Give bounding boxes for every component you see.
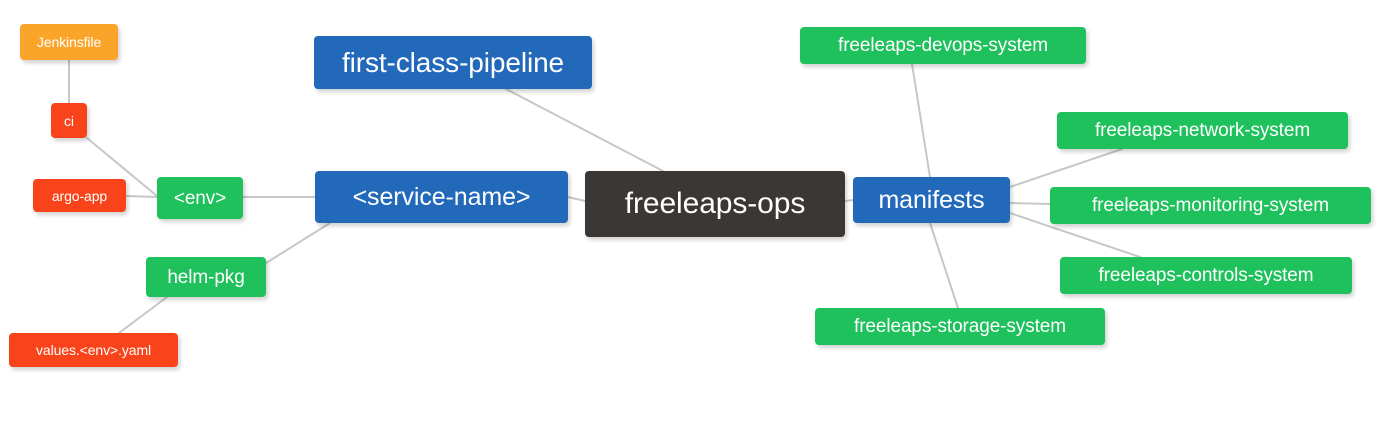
node-monitoring-system[interactable]: freeleaps-monitoring-system	[1050, 187, 1371, 224]
node-jenkinsfile[interactable]: Jenkinsfile	[20, 24, 118, 60]
edge-argo-app-to-env	[125, 195, 158, 198]
edge-manifests-to-devops-system	[911, 63, 931, 178]
edge-manifests-to-monitoring-system	[1009, 202, 1051, 205]
edge-service-name-to-freeleaps-ops	[567, 196, 586, 202]
node-manifests[interactable]: manifests	[853, 177, 1010, 223]
edge-manifests-to-network-system	[1009, 148, 1123, 188]
node-values-yaml[interactable]: values.<env>.yaml	[9, 333, 178, 367]
node-helm-pkg[interactable]: helm-pkg	[146, 257, 266, 297]
edge-freeleaps-ops-to-manifests	[844, 199, 854, 202]
edge-helm-pkg-to-values-yaml	[118, 296, 168, 334]
edge-manifests-to-storage-system	[929, 222, 959, 309]
node-ci[interactable]: ci	[51, 103, 87, 138]
node-storage-system[interactable]: freeleaps-storage-system	[815, 308, 1105, 345]
node-controls-system[interactable]: freeleaps-controls-system	[1060, 257, 1352, 294]
node-first-class-pipeline[interactable]: first-class-pipeline	[314, 36, 592, 89]
node-argo-app[interactable]: argo-app	[33, 179, 126, 212]
node-network-system[interactable]: freeleaps-network-system	[1057, 112, 1348, 149]
node-devops-system[interactable]: freeleaps-devops-system	[800, 27, 1086, 64]
node-env[interactable]: <env>	[157, 177, 243, 219]
node-service-name[interactable]: <service-name>	[315, 171, 568, 223]
node-freeleaps-ops[interactable]: freeleaps-ops	[585, 171, 845, 237]
edge-first-class-pipeline-to-freeleaps-ops	[505, 88, 664, 172]
edge-service-name-to-helm-pkg	[265, 222, 331, 264]
